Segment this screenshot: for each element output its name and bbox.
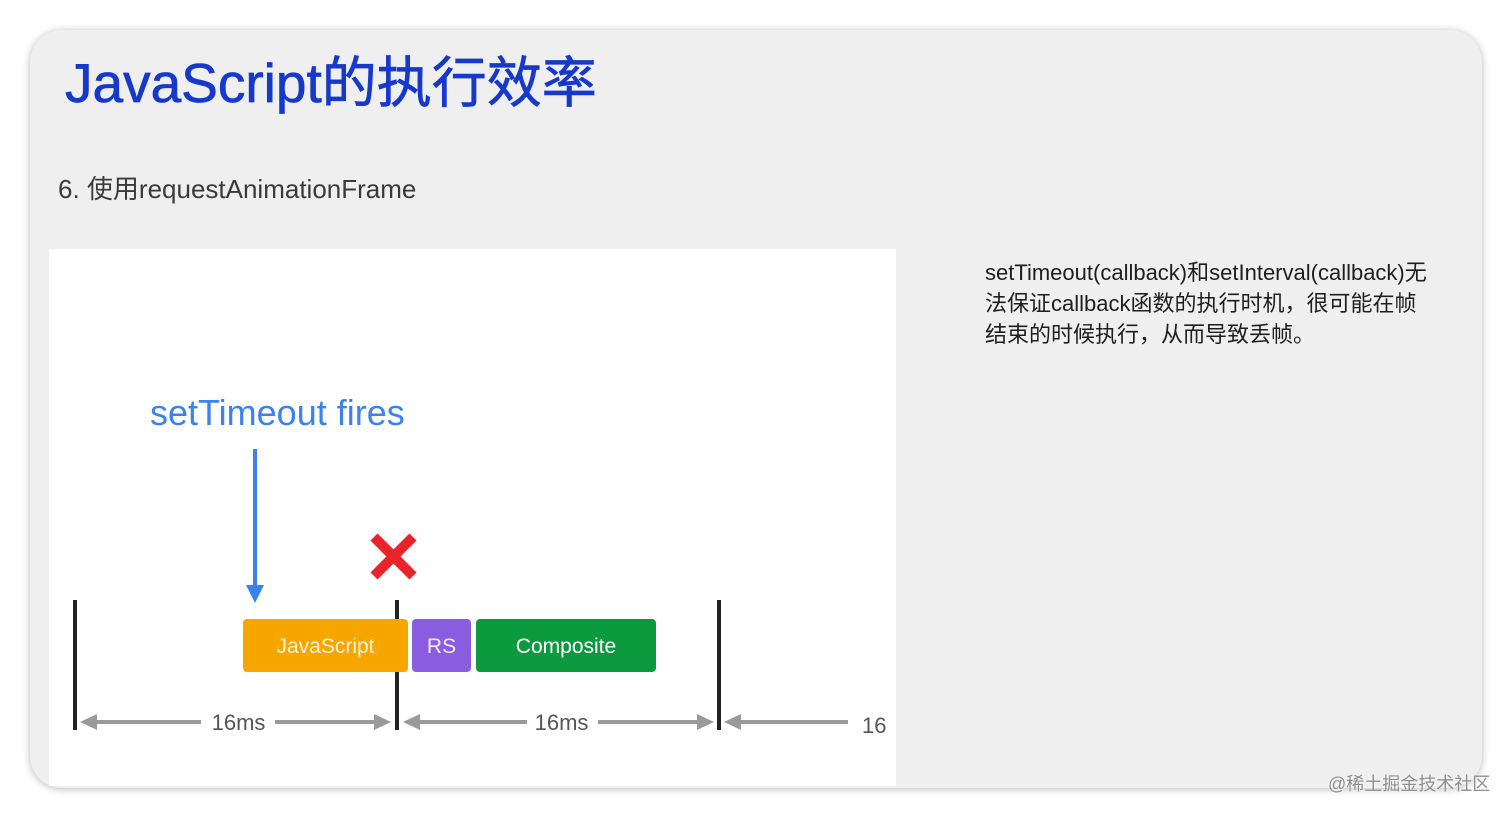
task-block-rs	[412, 619, 471, 672]
cross-icon	[370, 533, 417, 580]
task-block-javascript	[243, 619, 408, 672]
cross-stroke-b	[370, 533, 417, 580]
arrow-right-icon	[374, 714, 391, 730]
arrow-left-icon	[403, 714, 420, 730]
settimeout-fires-label: setTimeout fires	[150, 392, 405, 433]
duration-arrow-3: 16	[724, 713, 886, 738]
arrow-down-icon	[246, 585, 264, 603]
task-label-rs: RS	[427, 635, 456, 658]
task-block-composite	[476, 619, 656, 672]
frame-duration-label-3: 16	[862, 713, 886, 738]
description-line-2: 法保证callback函数的执行时机，很可能在帧	[985, 291, 1417, 316]
slide-description: setTimeout(callback)和setInterval(callbac…	[985, 257, 1427, 350]
frame-timing-svg: setTimeout fires JavaScript RS Composite…	[73, 392, 886, 738]
slide-title: JavaScript的执行效率	[65, 52, 597, 114]
arrow-left-icon	[724, 714, 741, 730]
frame-timing-diagram: setTimeout fires JavaScript RS Composite…	[49, 249, 896, 786]
watermark: @稀土掘金技术社区	[1328, 774, 1491, 794]
slide-subtitle: 6. 使用requestAnimationFrame	[58, 174, 417, 204]
description-line-3: 结束的时候执行，从而导致丢帧。	[985, 322, 1316, 347]
duration-arrow-1: 16ms	[80, 710, 391, 735]
duration-arrow-2: 16ms	[403, 710, 714, 735]
description-line-1: setTimeout(callback)和setInterval(callbac…	[985, 260, 1427, 285]
task-label-javascript: JavaScript	[276, 635, 374, 658]
arrow-left-icon	[80, 714, 97, 730]
arrow-right-icon	[697, 714, 714, 730]
task-label-composite: Composite	[516, 635, 616, 658]
frame-duration-label-1: 16ms	[212, 710, 266, 735]
frame-duration-label-2: 16ms	[535, 710, 589, 735]
